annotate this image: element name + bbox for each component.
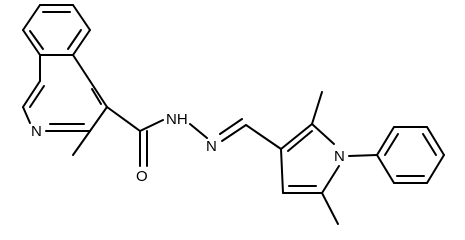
chemical-structure: N O NH N N bbox=[22, 4, 445, 225]
structure-canvas: N O NH N N bbox=[22, 4, 445, 225]
imine-nitrogen-label: N bbox=[206, 138, 217, 155]
carboxamide-group bbox=[106, 106, 164, 167]
hydrazone-linker bbox=[189, 118, 282, 150]
hydrazide-h-label: H bbox=[177, 111, 188, 128]
hydrazide-n-label: N bbox=[166, 111, 177, 128]
pyrrole-lower-methyl-bond bbox=[321, 192, 339, 225]
pyrrole-nitrogen-label: N bbox=[334, 148, 345, 165]
quinoline-nitrogen-label: N bbox=[31, 123, 42, 140]
quinoline-pyridine-ring bbox=[22, 54, 108, 132]
hydrazide-nh-label: NH bbox=[166, 111, 188, 128]
n-phenyl-bond bbox=[348, 154, 378, 157]
pyrrole-upper-methyl-bond bbox=[311, 91, 323, 125]
quinoline-methyl-bond bbox=[72, 130, 91, 156]
pyrrole-ring bbox=[280, 123, 340, 194]
quinoline-benzo-ring bbox=[22, 4, 91, 56]
phenyl-ring bbox=[376, 126, 445, 184]
amide-oxygen-label: O bbox=[136, 168, 148, 185]
